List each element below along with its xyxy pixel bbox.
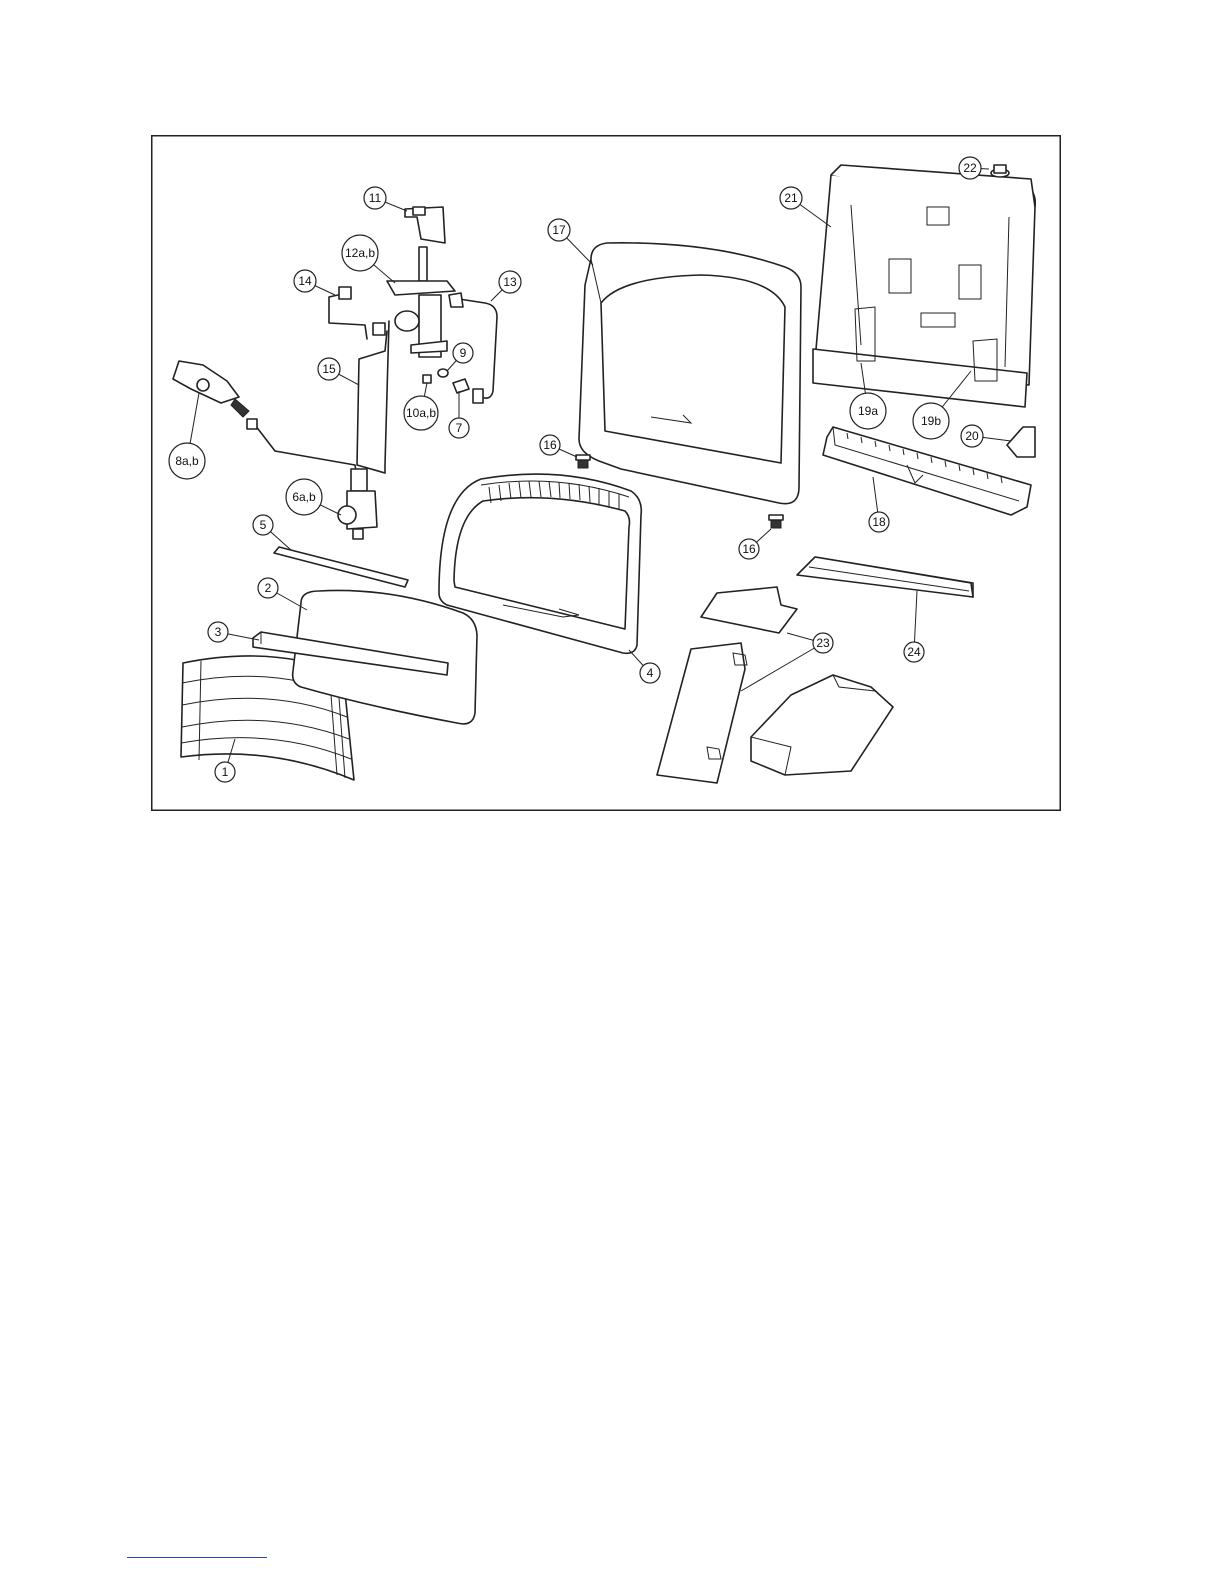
- callout-label: 18: [872, 515, 886, 529]
- part-16-foot-top: [576, 455, 590, 468]
- callout-label: 7: [456, 421, 463, 435]
- callout-label: 14: [298, 274, 312, 288]
- callout-label: 24: [907, 645, 921, 659]
- callout-label: 5: [260, 518, 267, 532]
- part-17-outer-casing: [579, 243, 801, 504]
- callout-label: 19a: [858, 404, 878, 418]
- callout-label: 16: [742, 542, 756, 556]
- callout-label: 13: [503, 275, 517, 289]
- part-22-cap: [991, 165, 1009, 177]
- callout-label: 8a,b: [175, 454, 199, 468]
- callout-label: 21: [784, 191, 798, 205]
- callout-label: 1: [222, 765, 229, 779]
- part-10-jet: [423, 375, 431, 383]
- callout-label: 10a,b: [406, 406, 436, 420]
- callout-label: 22: [963, 161, 977, 175]
- callout-label: 19b: [921, 414, 941, 428]
- callout-label: 20: [965, 429, 979, 443]
- callout-label: 4: [647, 666, 654, 680]
- part-20-back-panel: [813, 165, 1035, 407]
- callout-label: 11: [369, 191, 382, 205]
- callout-label: 12a,b: [345, 246, 375, 260]
- callout-label: 17: [552, 223, 566, 237]
- callout-label: 9: [460, 346, 467, 360]
- callout-label: 15: [322, 362, 336, 376]
- callout-label: 23: [816, 636, 830, 650]
- part-9-washer: [438, 369, 448, 377]
- callout-label: 2: [265, 581, 272, 595]
- callout-label: 16: [543, 438, 557, 452]
- footer-rule: [127, 1557, 267, 1558]
- callout-label: 6a,b: [292, 490, 316, 504]
- part-16-foot-bottom: [769, 515, 783, 528]
- callout-label: 3: [215, 625, 222, 639]
